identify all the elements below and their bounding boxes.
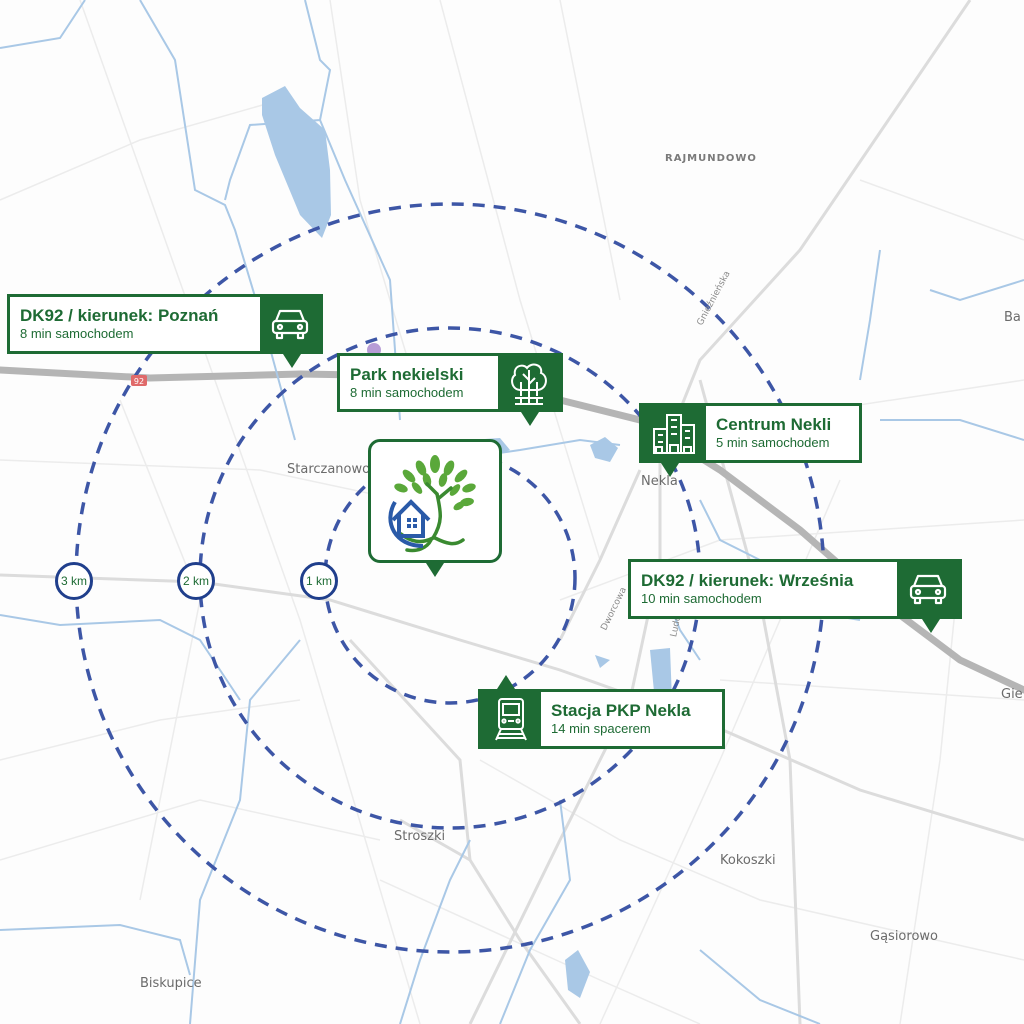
road-shield-label: 92 (134, 377, 144, 386)
lakes (262, 86, 672, 998)
buildings-icon (642, 406, 706, 460)
place-ba: Ba (1004, 310, 1021, 325)
place-biskupice: Biskupice (140, 976, 202, 991)
callout-pointer (922, 619, 940, 633)
callout-subtitle: 8 min samochodem (20, 326, 134, 341)
investment-location-marker[interactable] (368, 439, 502, 563)
callout-pointer (661, 463, 679, 477)
place-kokoszki: Kokoszki (720, 853, 776, 868)
callout-title: Centrum Nekli (716, 415, 832, 434)
house-tree-logo-icon (388, 455, 476, 553)
callout-title: DK92 / kierunek: Września (641, 571, 854, 590)
place-rajmundowo: RAJMUNDOWO (665, 153, 757, 164)
pond-4 (595, 655, 610, 668)
ring-label-text: 3 km (60, 574, 87, 588)
place-gie: Gie (1001, 687, 1023, 702)
ring-label-text: 1 km (305, 574, 332, 588)
callout-title: DK92 / kierunek: Poznań (20, 306, 219, 325)
callout-subtitle: 8 min samochodem (350, 384, 464, 400)
place-gasiorowo: Gąsiorowo (870, 929, 938, 944)
place-starczanowo: Starczanowo (287, 462, 371, 477)
callout-pointer (283, 354, 301, 368)
callout-title: Park nekielski (350, 364, 464, 384)
ring-label-1km: 1 km (300, 562, 338, 600)
road-shield-92 (131, 375, 147, 386)
callout-park-nekielski[interactable]: Park nekielski 8 min samochodem (337, 353, 563, 412)
callout-subtitle: 10 min samochodem (641, 591, 762, 606)
train-icon (481, 692, 541, 746)
place-nekla: Nekla (641, 474, 678, 489)
callout-dk92-poznan[interactable]: DK92 / kierunek: Poznań 8 min samochodem (7, 294, 323, 354)
callout-pointer (521, 412, 539, 426)
ring-label-2km: 2 km (177, 562, 215, 600)
callout-title: Stacja PKP Nekla (551, 701, 691, 720)
place-stroszki: Stroszki (394, 829, 446, 844)
ring-label-3km: 3 km (55, 562, 93, 600)
lake-south (565, 950, 590, 998)
location-marker-pointer (426, 563, 444, 577)
callout-stacja-pkp[interactable]: Stacja PKP Nekla 14 min spacerem (478, 689, 725, 749)
callout-centrum-nekli[interactable]: Centrum Nekli 5 min samochodem (639, 403, 862, 463)
car-icon (897, 562, 959, 616)
pond-3 (650, 648, 672, 702)
pond-1 (590, 437, 618, 462)
callout-dk92-wrzesnia[interactable]: DK92 / kierunek: Września 10 min samocho… (628, 559, 962, 619)
callout-subtitle: 5 min samochodem (716, 435, 830, 450)
callout-pointer (497, 675, 515, 689)
tree-icon (498, 356, 560, 409)
ring-label-text: 2 km (182, 574, 209, 588)
lake-north (262, 86, 331, 238)
car-icon (260, 297, 320, 351)
callout-subtitle: 14 min spacerem (551, 721, 651, 736)
